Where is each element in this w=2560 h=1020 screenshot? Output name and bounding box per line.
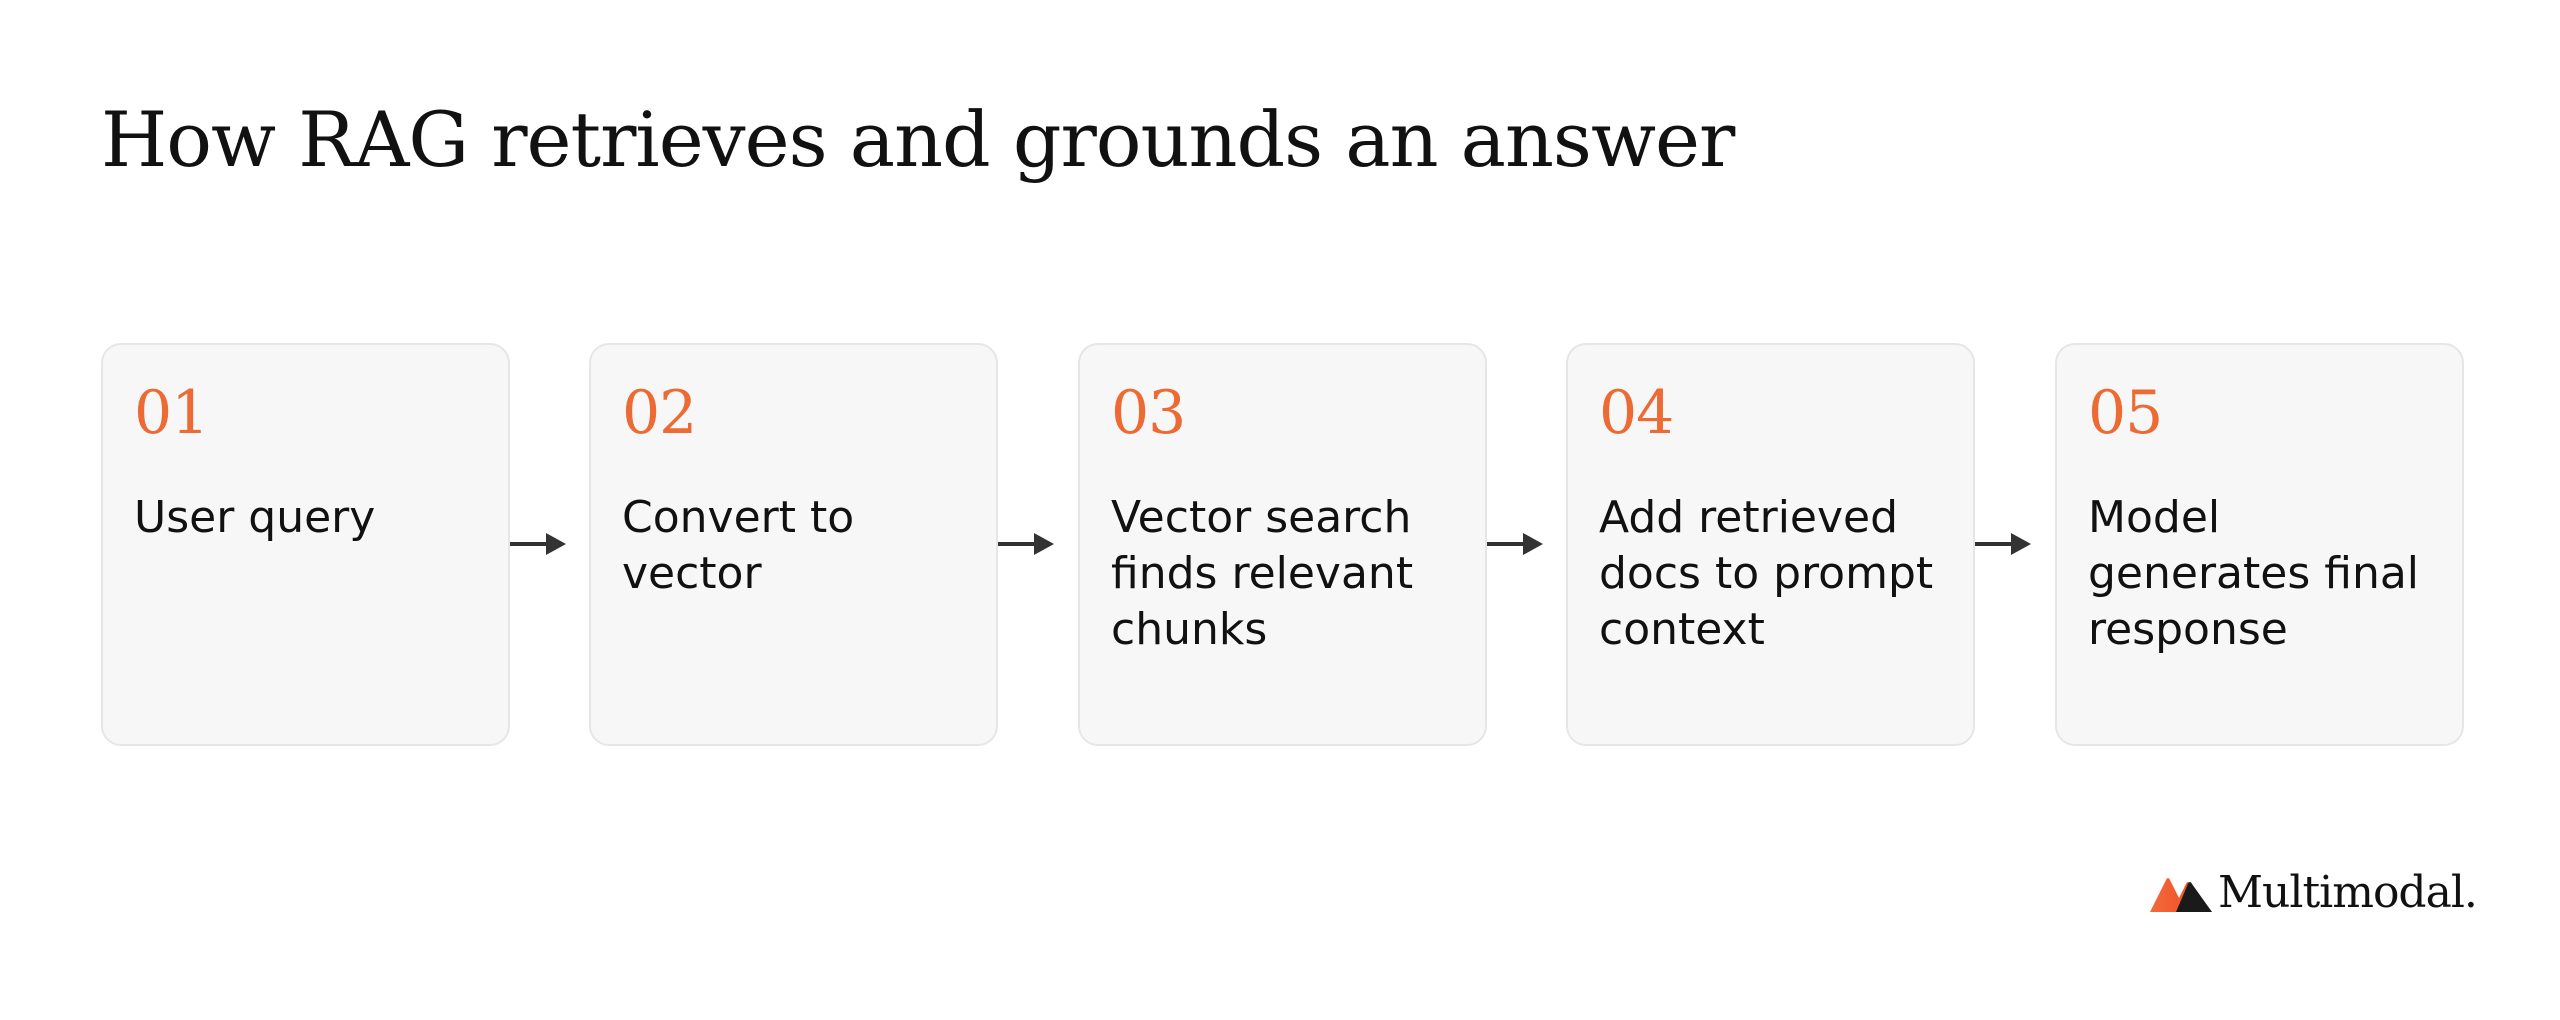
arrow-right-icon (1975, 533, 2031, 555)
step-card-1: 01 User query (101, 343, 510, 746)
step-card-4: 04 Add retrieved docs to prompt context (1566, 343, 1975, 746)
step-card-2: 02 Convert to vector (589, 343, 998, 746)
step-number: 01 (134, 378, 209, 448)
step-label: User query (134, 492, 376, 543)
step-label: Model generates final response (2088, 492, 2420, 655)
step-number: 04 (1599, 378, 1674, 448)
step-label: Convert to vector (622, 492, 855, 599)
process-flow: 01 User query 02 Convert to vector 03 Ve… (101, 343, 2464, 746)
brand-logo: Multimodal. (2148, 867, 2478, 918)
step-number: 03 (1111, 378, 1186, 448)
step-card-3: 03 Vector search finds relevant chunks (1078, 343, 1487, 746)
diagram-title: How RAG retrieves and grounds an answer (101, 95, 1735, 184)
arrow-right-icon (1487, 533, 1543, 555)
brand-name: Multimodal. (2218, 867, 2478, 918)
step-card-5: 05 Model generates final response (2055, 343, 2464, 746)
step-label: Add retrieved docs to prompt context (1599, 492, 1934, 655)
mountain-logo-icon (2150, 878, 2212, 912)
step-number: 05 (2088, 378, 2163, 448)
arrow-right-icon (510, 533, 566, 555)
step-label: Vector search finds relevant chunks (1111, 492, 1414, 655)
arrow-right-icon (998, 533, 1054, 555)
step-number: 02 (622, 378, 697, 448)
